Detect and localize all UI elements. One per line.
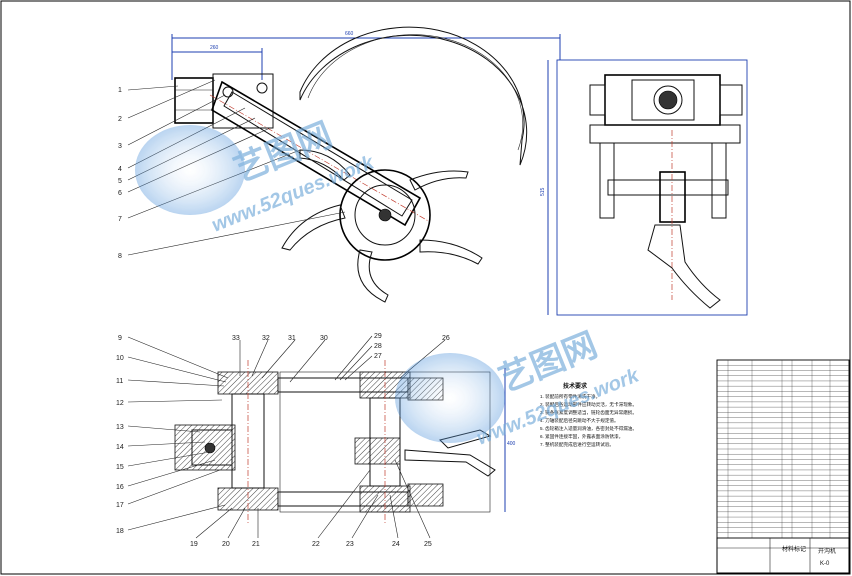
tine [357, 249, 389, 303]
rotor-hub [339, 169, 431, 261]
part-label: 17 [116, 502, 124, 509]
part-label: 11 [116, 378, 123, 385]
part-label: 4 [118, 166, 122, 173]
top-dim-overall: 660 [345, 31, 354, 37]
parts-list-table [716, 359, 850, 574]
part-label: 29 [374, 333, 382, 340]
part-label: 7 [118, 216, 122, 223]
part-label: 12 [116, 400, 124, 407]
section-view-labels: 9 10 11 12 13 14 15 16 17 18 19 20 2 [116, 333, 450, 548]
part-label: 26 [442, 335, 450, 342]
side-dim-height: 515 [540, 187, 546, 196]
part-label: 20 [222, 541, 230, 548]
section-view: 400 9 10 11 [116, 333, 516, 548]
tech-notes-title: 技术要求 [563, 382, 588, 390]
part-label: 18 [116, 528, 124, 535]
section-dim-width: 400 [507, 441, 516, 447]
part-label: 5 [118, 178, 122, 185]
top-dim-gearbox: 260 [210, 45, 219, 51]
technical-notes: 技术要求 1. 装配前所有零件清洗干净。 2. 装配后各运动部件应转动灵活，无卡… [540, 382, 637, 448]
part-label: 30 [320, 335, 328, 342]
part-label: 1 [118, 87, 122, 94]
tine [409, 170, 469, 191]
part-label: 23 [346, 541, 354, 548]
part-label: 32 [262, 335, 270, 342]
part-label: 14 [116, 444, 124, 451]
tine [419, 239, 483, 265]
chain-case [211, 80, 422, 227]
part-label: 16 [116, 484, 124, 491]
part-label: 2 [118, 116, 122, 123]
title-block: 材料标记 开沟机 K-0 [716, 537, 850, 574]
drawing-code: K-0 [820, 561, 830, 567]
side-tine [647, 224, 721, 309]
part-label: 9 [118, 335, 122, 342]
tech-note-line: 6. 紧固件连接牢固，外露表面涂防锈漆。 [540, 433, 623, 440]
tech-note-line: 7. 整机装配完成后进行空运转试验。 [540, 441, 614, 448]
part-label: 21 [252, 541, 260, 548]
part-label: 15 [116, 464, 124, 471]
side-view-frame [556, 59, 748, 316]
part-label: 19 [190, 541, 198, 548]
tech-note-line: 5. 齿轮箱注入适量润滑油，各密封处不得漏油。 [540, 425, 637, 432]
gearbox-housing [174, 77, 214, 124]
watermark-bottom: 艺图网 www.52ques.work [395, 326, 643, 450]
part-label: 22 [312, 541, 320, 548]
part-label: 8 [118, 253, 122, 260]
part-label: 33 [232, 335, 240, 342]
tech-note-line: 3. 链条张紧度调整适当，链轮齿面无异常磨损。 [540, 409, 637, 416]
tech-note-line: 2. 装配后各运动部件应转动灵活，无卡滞现象。 [540, 401, 637, 408]
part-label: 10 [116, 355, 124, 362]
tech-note-line: 1. 装配前所有零件清洗干净。 [540, 393, 600, 400]
part-label: 3 [118, 143, 122, 150]
tine [299, 149, 351, 181]
section-blade [404, 449, 496, 477]
tech-note-line: 4. 刀轴装配后径向跳动不大于规定值。 [540, 417, 619, 424]
part-label: 28 [374, 343, 382, 350]
part-label: 31 [288, 335, 296, 342]
part-label: 24 [392, 541, 400, 548]
material-mark: 材料标记 [782, 545, 806, 553]
part-label: 13 [116, 424, 124, 431]
part-label: 6 [118, 190, 122, 197]
drawing-name: 开沟机 [818, 547, 836, 555]
part-label: 27 [374, 353, 382, 360]
part-label: 25 [424, 541, 432, 548]
side-bearing [658, 90, 678, 110]
side-view: 515 [540, 59, 748, 316]
tine [281, 204, 346, 251]
